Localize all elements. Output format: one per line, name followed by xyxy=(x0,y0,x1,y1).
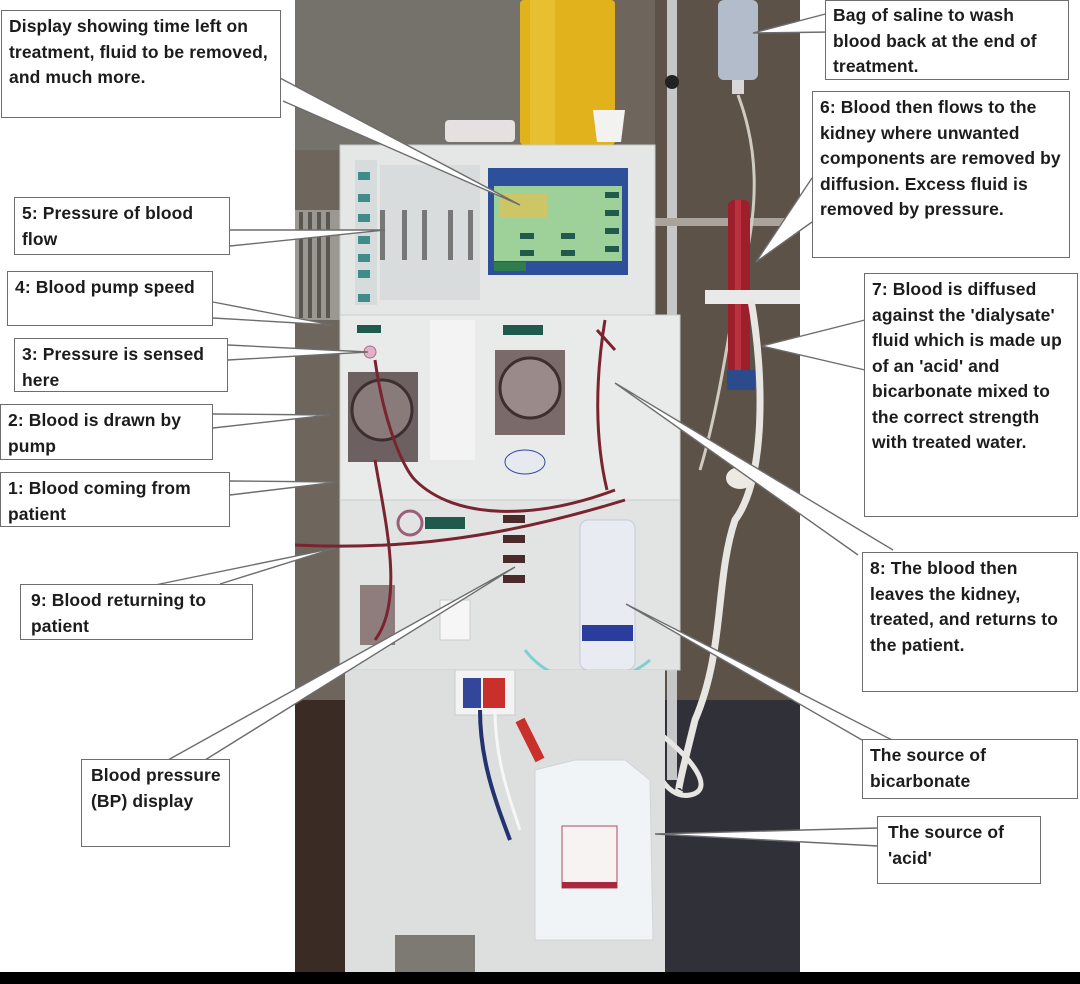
callout-step6: 6: Blood then flows to the kidney where … xyxy=(812,91,1070,258)
callout-saline-text: Bag of saline to wash blood back at the … xyxy=(833,5,1037,76)
callout-acid: The source of 'acid' xyxy=(877,816,1041,884)
acid-canister xyxy=(515,717,654,941)
callout-step9: 9: Blood returning to patient xyxy=(20,584,253,640)
callout-step3-text: 3: Pressure is sensed here xyxy=(22,344,205,390)
callout-bicarbonate: The source of bicarbonate xyxy=(862,739,1078,799)
callout-step8-text: 8: The blood then leaves the kidney, tre… xyxy=(870,558,1059,655)
callout-step3: 3: Pressure is sensed here xyxy=(14,338,228,392)
callout-saline: Bag of saline to wash blood back at the … xyxy=(825,0,1069,80)
callout-step2: 2: Blood is drawn by pump xyxy=(0,404,213,460)
callout-step7-text: 7: Blood is diffused against the 'dialys… xyxy=(872,279,1062,452)
callout-step2-text: 2: Blood is drawn by pump xyxy=(8,410,182,456)
callout-step1-text: 1: Blood coming from patient xyxy=(8,478,191,524)
callout-acid-text: The source of 'acid' xyxy=(888,822,1005,868)
radiator xyxy=(295,210,340,320)
bottom-black-bar xyxy=(0,972,1080,984)
callout-display-text: Display showing time left on treatment, … xyxy=(9,16,268,87)
callout-step1: 1: Blood coming from patient xyxy=(0,472,230,527)
callout-step4: 4: Blood pump speed xyxy=(7,271,213,326)
callout-step6-text: 6: Blood then flows to the kidney where … xyxy=(820,97,1061,219)
dialysis-machine-photo xyxy=(295,0,800,972)
callout-display: Display showing time left on treatment, … xyxy=(1,10,281,118)
callout-step4-text: 4: Blood pump speed xyxy=(15,277,195,297)
blood-lines xyxy=(295,319,626,641)
callout-step8: 8: The blood then leaves the kidney, tre… xyxy=(862,552,1078,692)
callout-bp-display-text: Blood pressure (BP) display xyxy=(91,765,221,811)
callout-step7: 7: Blood is diffused against the 'dialys… xyxy=(864,273,1078,517)
callout-step5-text: 5: Pressure of blood flow xyxy=(22,203,194,249)
callout-step5: 5: Pressure of blood flow xyxy=(14,197,230,255)
callout-bp-display: Blood pressure (BP) display xyxy=(81,759,230,847)
callout-step9-text: 9: Blood returning to patient xyxy=(31,590,207,636)
machine-illustration xyxy=(295,0,800,972)
callout-bicarbonate-text: The source of bicarbonate xyxy=(870,745,987,791)
